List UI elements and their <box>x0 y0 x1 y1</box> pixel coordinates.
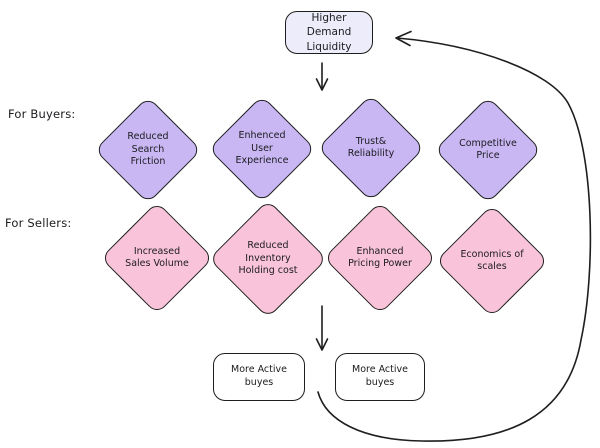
down-arrow-sellers-to-bottom[interactable] <box>315 305 329 351</box>
diamond-label: Trust& Reliability <box>347 135 395 159</box>
diamond-increased-sales-volume[interactable]: Increased Sales Volume <box>100 201 214 315</box>
row-label-buyers: For Buyers: <box>8 107 76 121</box>
diamond-label: Competitive Price <box>459 137 517 161</box>
node-label: More Active buyes <box>231 364 287 388</box>
diamond-label: Economics of scales <box>460 248 524 272</box>
diamond-label: Enhanced Pricing Power <box>348 245 412 269</box>
diamond-reduced-search-friction[interactable]: Reduced Search Friction <box>94 96 202 204</box>
row-label-sellers: For Sellers: <box>5 216 72 230</box>
diamond-competitive-price[interactable]: Competitive Price <box>434 96 542 204</box>
node-more-active-buyes-left[interactable]: More Active buyes <box>213 353 305 401</box>
diamond-label: Reduced Search Friction <box>127 131 169 168</box>
node-more-active-buyes-right[interactable]: More Active buyes <box>335 353 425 401</box>
down-arrow-top-to-buyers[interactable] <box>315 62 329 91</box>
node-label: Higher Demand Liquidity <box>306 12 352 53</box>
diamond-label: Increased Sales Volume <box>125 245 189 269</box>
diamond-label: Enhenced User Experience <box>235 130 289 167</box>
node-higher-demand-liquidity[interactable]: Higher Demand Liquidity <box>285 11 373 54</box>
diamond-enhanced-pricing-power[interactable]: Enhanced Pricing Power <box>323 201 437 315</box>
diamond-enhenced-user-experience[interactable]: Enhenced User Experience <box>208 95 316 203</box>
feedback-loop-arrow[interactable] <box>317 30 592 442</box>
diamond-reduced-inventory-holding-cost[interactable]: Reduced Inventory Holding cost <box>208 199 328 319</box>
node-label: More Active buyes <box>352 364 408 388</box>
diamond-economics-of-scales[interactable]: Economics of scales <box>435 204 549 318</box>
diamond-label: Reduced Inventory Holding cost <box>238 240 298 277</box>
diamond-trust-reliability[interactable]: Trust& Reliability <box>317 94 425 202</box>
